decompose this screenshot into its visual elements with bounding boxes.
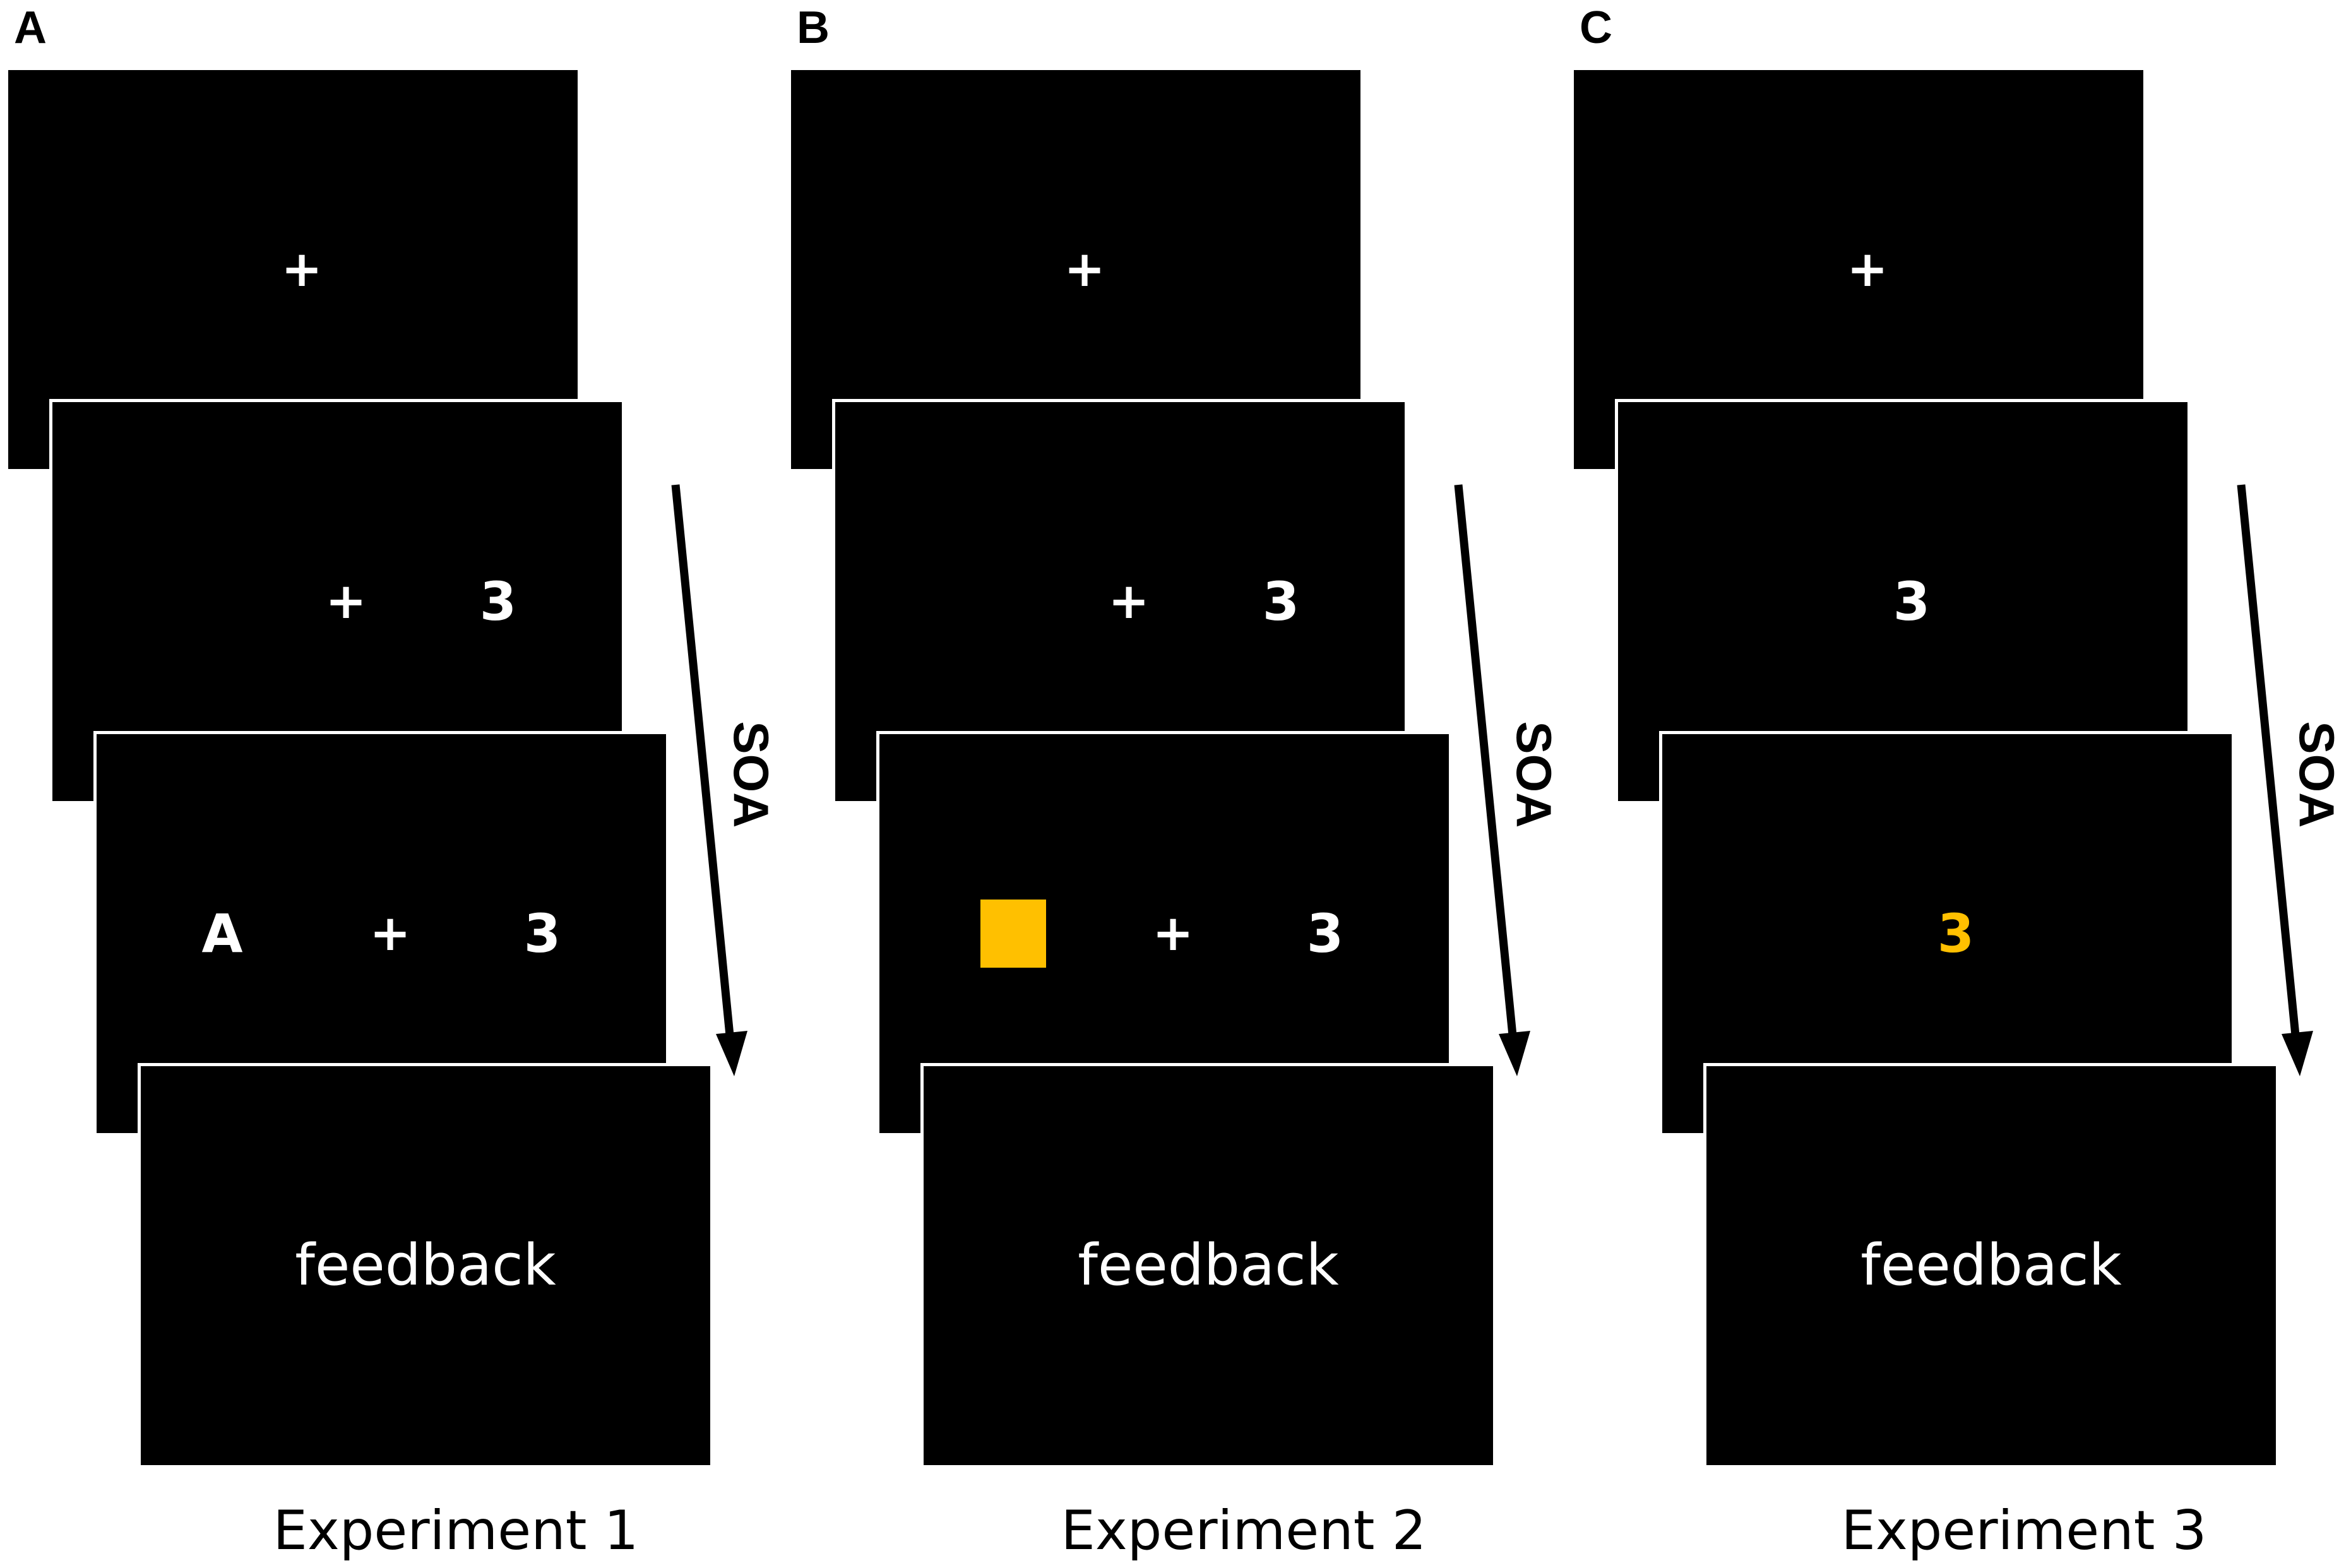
fixation-cross: + <box>1847 241 1888 298</box>
soa-label: SOA <box>1506 721 1562 828</box>
feedback-screen: feedback <box>138 1063 713 1468</box>
feedback-screen: feedback <box>920 1063 1496 1468</box>
panel-letter: C <box>1580 3 1612 53</box>
cue-letter: A <box>201 903 243 965</box>
panel-letter: B <box>797 3 830 53</box>
fixation-cross: + <box>1108 573 1150 630</box>
experiment-label: Experiment 1 <box>273 1499 639 1562</box>
experiment-label: Experiment 2 <box>1061 1499 1427 1562</box>
fixation-cross: + <box>281 241 323 298</box>
panel-experiment-1: A + + 3 A + 3 feedback SOA Experiment 1 <box>0 0 783 1568</box>
panel-letter: A <box>14 3 47 53</box>
feedback-text: feedback <box>1860 1232 2122 1298</box>
soa-label: SOA <box>2289 721 2345 828</box>
fixation-cross: + <box>1152 905 1194 962</box>
soa-arrow <box>671 484 747 1076</box>
target-digit: 3 <box>1893 571 1931 633</box>
target-digit: 3 <box>479 571 517 633</box>
feedback-text: feedback <box>1078 1232 1339 1298</box>
target-digit: 3 <box>1306 903 1344 965</box>
panel-experiment-2: B + + 3 + 3 feedback SOA Experiment 2 <box>783 0 1566 1568</box>
feedback-screen: feedback <box>1703 1063 2279 1468</box>
feedback-text: feedback <box>295 1232 556 1298</box>
panel-experiment-3: C + 3 3 feedback SOA Experiment 3 <box>1566 0 2348 1568</box>
soa-arrow <box>1454 484 1530 1076</box>
target-digit: 3 <box>523 903 561 965</box>
soa-arrow <box>2237 484 2313 1076</box>
colored-target-digit: 3 <box>1937 903 1975 965</box>
fixation-cross: + <box>369 905 411 962</box>
fixation-cross: + <box>1064 241 1105 298</box>
experiment-label: Experiment 3 <box>1841 1499 2207 1562</box>
target-digit: 3 <box>1262 571 1300 633</box>
cue-square <box>980 900 1046 968</box>
soa-label: SOA <box>723 721 779 828</box>
fixation-cross: + <box>325 573 367 630</box>
